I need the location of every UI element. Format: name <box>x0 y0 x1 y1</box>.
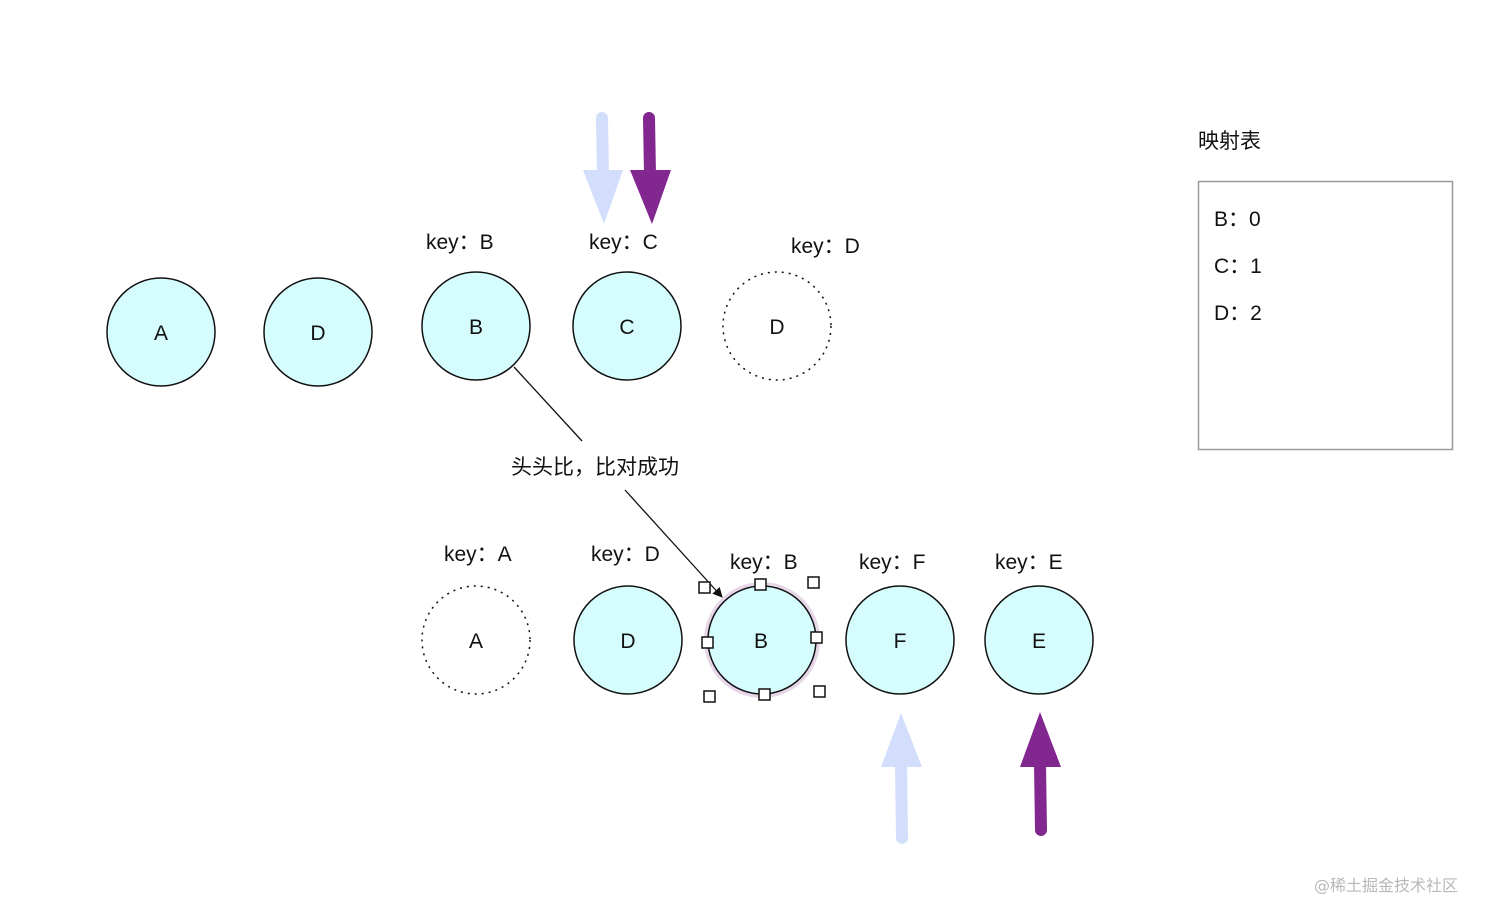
new-node-b-selected[interactable]: B <box>698 576 826 703</box>
old-node-key-label: key：D <box>791 235 860 258</box>
map-entry: B：0 <box>1214 208 1261 231</box>
resize-handle[interactable] <box>698 581 711 594</box>
new-node-key-label: key：A <box>444 543 512 566</box>
map-entry: C：1 <box>1214 255 1262 278</box>
new-node-a-dashed[interactable]: A <box>421 585 531 695</box>
node-letter: A <box>154 322 168 345</box>
resize-handle[interactable] <box>701 636 714 649</box>
new-node-key-label: key：B <box>730 551 798 574</box>
old-node-key-label: key：B <box>426 231 494 254</box>
node-letter: D <box>769 316 784 339</box>
new-node-d[interactable]: D <box>573 585 683 695</box>
old-node-b[interactable]: B <box>421 271 531 381</box>
resize-handle[interactable] <box>810 631 823 644</box>
new-node-f[interactable]: F <box>845 585 955 695</box>
watermark: @稀土掘金技术社区 <box>1314 876 1458 895</box>
node-letter: D <box>620 630 635 653</box>
new-end-pointer-arrow <box>1020 712 1061 836</box>
new-node-key-label: key：E <box>995 551 1063 574</box>
resize-handle[interactable] <box>754 578 767 591</box>
node-letter: B <box>469 316 483 339</box>
resize-handle[interactable] <box>758 688 771 701</box>
node-letter: B <box>754 630 768 653</box>
old-node-key-label: key：C <box>589 231 658 254</box>
old-node-d-dashed[interactable]: D <box>722 271 832 381</box>
node-letter: D <box>310 322 325 345</box>
old-end-pointer-arrow <box>630 112 671 224</box>
new-node-key-label: key：D <box>591 543 660 566</box>
map-table-title: 映射表 <box>1198 129 1261 153</box>
map-entry: D：2 <box>1214 302 1262 325</box>
old-node-c[interactable]: C <box>572 271 682 381</box>
resize-handle[interactable] <box>813 685 826 698</box>
resize-handle[interactable] <box>703 690 716 703</box>
old-node-a[interactable]: A <box>106 277 216 387</box>
new-node-e[interactable]: E <box>984 585 1094 695</box>
new-start-pointer-arrow <box>881 713 922 844</box>
node-letter: C <box>619 316 634 339</box>
map-table-box <box>1197 180 1454 451</box>
node-letter: A <box>469 630 483 653</box>
compare-arrow <box>624 489 723 598</box>
node-letter: F <box>894 630 907 653</box>
old-node-d[interactable]: D <box>263 277 373 387</box>
old-start-pointer-arrow <box>583 112 623 224</box>
compare-annotation: 头头比，比对成功 <box>511 455 679 479</box>
new-node-key-label: key：F <box>859 551 926 574</box>
compare-connector-line <box>513 366 583 442</box>
resize-handle[interactable] <box>807 576 820 589</box>
node-letter: E <box>1032 630 1046 653</box>
